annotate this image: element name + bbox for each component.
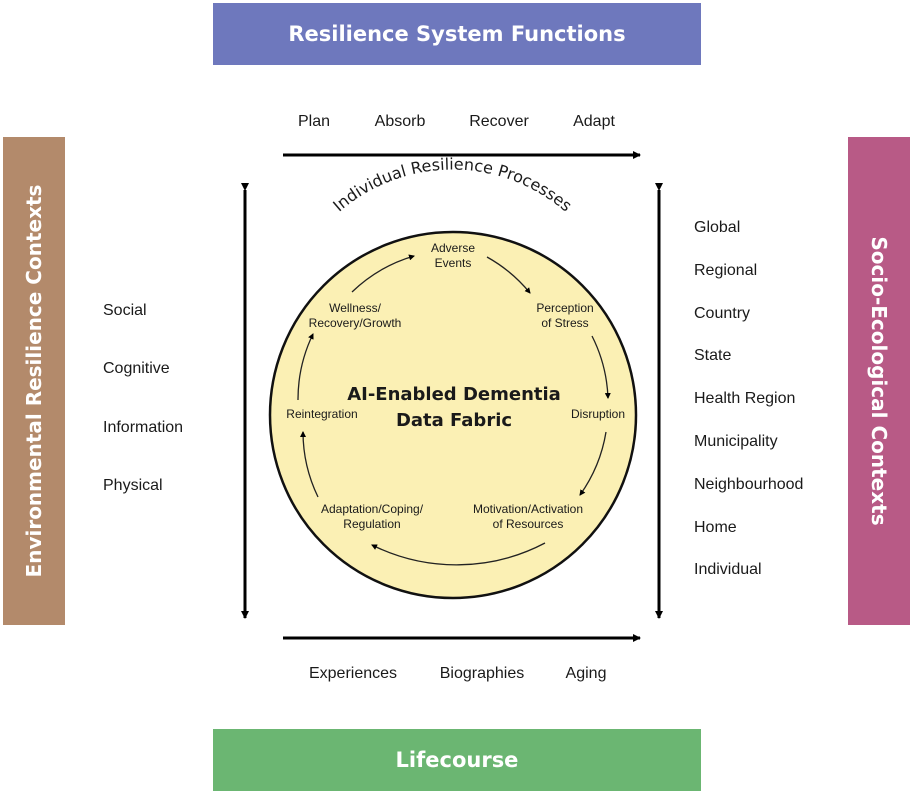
cycle-arrow-3	[579, 431, 607, 496]
node-adaptation-line1: Adaptation/Coping/	[320, 502, 424, 516]
center-title-line2: Data Fabric	[395, 410, 513, 431]
banner-bottom-label: Lifecourse	[395, 748, 519, 772]
resilience-system-functions-banner: Resilience System Functions	[213, 3, 701, 65]
socio-individual: Individual	[694, 561, 762, 578]
center-title-line1: AI-Enabled Dementia	[347, 384, 561, 405]
node-motivation-line2: of Resources	[492, 517, 564, 531]
env-cognitive: Cognitive	[103, 360, 170, 377]
node-perception-of-stress: Perception of Stress	[536, 301, 593, 331]
env-social: Social	[103, 302, 147, 319]
cycle-arrow-2	[591, 335, 611, 399]
banner-top-label: Resilience System Functions	[288, 22, 626, 46]
node-motivation-line1: Motivation/Activation	[472, 502, 584, 516]
node-wellness-line2: Recovery/Growth	[308, 316, 402, 330]
function-adapt: Adapt	[573, 113, 615, 130]
lifecourse-biographies: Biographies	[439, 665, 525, 682]
socio-country: Country	[694, 305, 751, 322]
cycle-arrow-7	[351, 254, 415, 293]
center-title: AI-Enabled Dementia Data Fabric	[347, 382, 561, 434]
node-adverse-events-line2: Events	[434, 256, 472, 270]
node-motivation-activation: Motivation/Activation of Resources	[473, 502, 583, 532]
node-adverse-events-line1: Adverse	[430, 241, 476, 255]
function-absorb: Absorb	[374, 113, 426, 130]
data-fabric-circle	[268, 230, 638, 600]
socio-neighbourhood: Neighbourhood	[694, 476, 804, 493]
lifecourse-banner: Lifecourse	[213, 729, 701, 791]
node-disruption: Disruption	[571, 407, 625, 422]
function-plan: Plan	[297, 113, 331, 130]
node-reintegration-line1: Reintegration	[286, 407, 358, 421]
arc-label: Individual Resilience Processes	[329, 154, 575, 215]
cycle-arrow-6	[297, 333, 314, 401]
socio-regional: Regional	[694, 262, 758, 279]
cycle-arrow-1	[486, 256, 531, 294]
socio-municipality: Municipality	[694, 433, 778, 450]
socio-global: Global	[694, 219, 741, 236]
node-wellness-recovery: Wellness/ Recovery/Growth	[309, 301, 402, 331]
node-perception-line2: of Stress	[541, 316, 589, 330]
socio-health-region: Health Region	[694, 390, 796, 407]
function-recover: Recover	[469, 113, 529, 130]
node-reintegration: Reintegration	[286, 407, 357, 422]
socio-state: State	[694, 347, 732, 364]
socio-home: Home	[694, 519, 737, 536]
socio-ecological-banner: Socio-Ecological Contexts	[848, 137, 910, 625]
env-information: Information	[103, 419, 184, 436]
lifecourse-experiences: Experiences	[308, 665, 398, 682]
node-perception-line1: Perception	[536, 301, 594, 315]
node-wellness-line1: Wellness/	[329, 301, 381, 315]
node-adaptation-line2: Regulation	[343, 517, 401, 531]
node-adaptation-coping: Adaptation/Coping/ Regulation	[321, 502, 423, 532]
cycle-arrow-4	[371, 542, 546, 566]
environmental-contexts-banner: Environmental Resilience Contexts	[3, 137, 65, 625]
env-physical: Physical	[103, 477, 163, 494]
node-disruption-line1: Disruption	[570, 407, 626, 421]
cycle-arrow-5	[300, 431, 319, 498]
node-adverse-events: Adverse Events	[431, 241, 475, 271]
lifecourse-aging: Aging	[565, 665, 607, 682]
